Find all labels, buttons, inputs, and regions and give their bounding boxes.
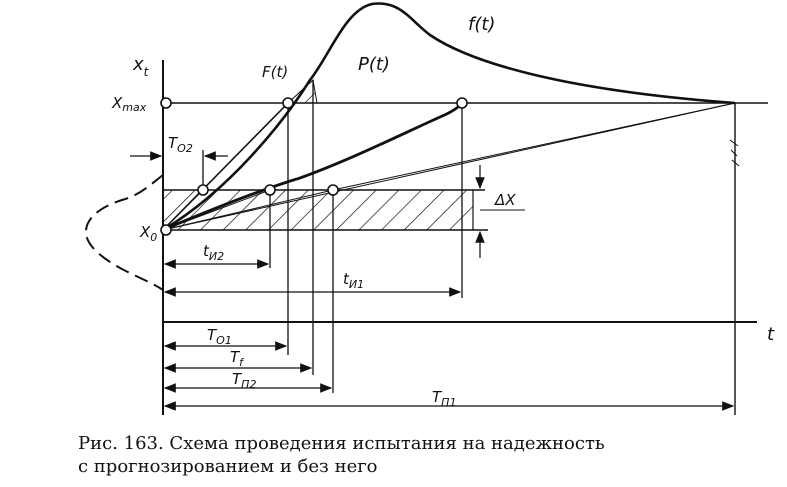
y-axis-label: xt — [132, 54, 150, 79]
initial-distribution-curve — [84, 174, 164, 291]
x-max-marker — [160, 97, 172, 109]
x-max-label: Xmax — [111, 94, 147, 114]
T-o1-label: TO1 — [207, 326, 232, 347]
right-tick-marks — [729, 139, 740, 167]
T-o2-label: TO2 — [168, 134, 193, 155]
delta-x-label: ΔX — [494, 191, 516, 209]
T-p1-label: TП1 — [432, 388, 456, 409]
x0-label: X0 — [139, 223, 157, 244]
extrapolation-line-1 — [162, 102, 736, 231]
f-t-label: f(t) — [468, 14, 495, 35]
T-p2-label: TП2 — [232, 370, 256, 391]
extrapolation-line-4 — [162, 189, 271, 231]
F-t-label: F(t) — [262, 63, 288, 81]
T-f-label: Tf — [230, 348, 245, 369]
t-i1-label: tИ1 — [343, 270, 364, 291]
t-i2-label: tИ2 — [203, 242, 224, 263]
caption-line-2: с прогнозированием и без него — [78, 456, 378, 477]
f-t-curve — [162, 2, 736, 232]
extrapolation-line-3 — [332, 102, 736, 191]
P-t-curve — [162, 102, 464, 232]
x0-marker — [160, 224, 172, 236]
caption-line-1: Рис. 163. Схема проведения испытания на … — [78, 433, 605, 454]
extrapolation-line-2 — [162, 189, 334, 231]
t-i2-point — [264, 184, 276, 196]
T-p2-point — [327, 184, 339, 196]
x-axis-label: t — [767, 324, 775, 345]
F-t-xmax-point — [282, 97, 294, 109]
P-t-xmax-point — [456, 97, 468, 109]
figure-caption: Рис. 163. Схема проведения испытания на … — [78, 432, 783, 478]
P-t-label: P(t) — [358, 54, 390, 75]
T-o2-point — [197, 184, 209, 196]
extrapolation-line-5 — [162, 189, 204, 231]
